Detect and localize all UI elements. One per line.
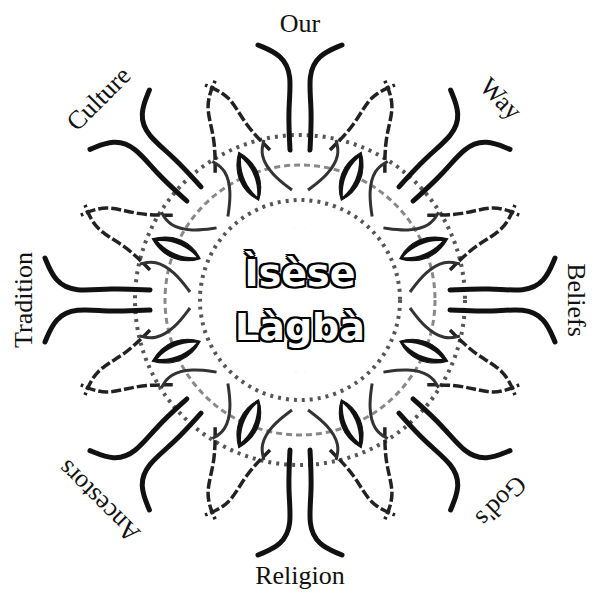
arm-stroke — [258, 450, 290, 555]
center-title: Ìsèse Làgbà — [215, 246, 385, 354]
arm-stroke — [45, 310, 150, 342]
hook-stroke — [85, 330, 150, 395]
leaf-shape — [396, 332, 452, 370]
leaf-vein — [156, 338, 199, 363]
leaf-shape — [230, 148, 268, 204]
leaf-shape — [230, 396, 268, 452]
ornament-arm — [45, 205, 204, 395]
dotted-ring — [135, 135, 465, 465]
curl-stroke — [351, 160, 408, 217]
arm-stroke — [450, 310, 555, 342]
ornament-arm — [205, 396, 395, 555]
arm-stroke — [310, 450, 342, 555]
leaf-vein — [237, 156, 262, 199]
dotted-ring — [200, 200, 400, 400]
curl-stroke — [410, 308, 460, 338]
ring-label: Tradition — [9, 252, 39, 348]
leaf-shape — [332, 148, 370, 204]
curl-stroke — [383, 351, 440, 408]
curl-stroke — [140, 308, 190, 338]
ring-label: Beliefs — [561, 263, 591, 337]
hook-stroke — [339, 81, 431, 173]
hook-stroke — [427, 339, 519, 431]
leaf-vein — [338, 156, 363, 199]
leaf-vein — [156, 237, 199, 262]
dotted-ring — [165, 165, 435, 435]
leaf-shape — [148, 230, 204, 268]
leaf-vein — [338, 402, 363, 445]
leaf-vein — [402, 237, 445, 262]
curl-stroke — [140, 262, 190, 292]
arm-stroke — [258, 45, 290, 150]
hook-stroke — [330, 450, 395, 515]
ornament-arm — [396, 205, 555, 395]
curl-stroke — [262, 410, 292, 460]
leaf-vein — [402, 338, 445, 363]
ornament-group — [45, 45, 555, 555]
curl-stroke — [410, 262, 460, 292]
curl-stroke — [160, 193, 217, 250]
arm-stroke — [450, 258, 555, 290]
arm-stroke — [310, 45, 342, 150]
ring-label: God's — [469, 469, 532, 532]
ornament-arm — [205, 45, 395, 204]
hook-stroke — [450, 205, 515, 270]
ring-label: Culture — [61, 61, 137, 137]
center-ground — [202, 228, 398, 372]
leaf-vein — [237, 402, 262, 445]
arm-stroke — [45, 258, 150, 290]
curl-stroke — [308, 410, 338, 460]
curl-stroke — [262, 140, 292, 190]
hook-stroke — [81, 169, 173, 261]
ring-label: Way — [474, 72, 528, 126]
curl-stroke — [193, 383, 250, 440]
ring-label: Religion — [255, 561, 345, 591]
hook-stroke — [169, 427, 261, 519]
ring-label: Ancestors — [52, 453, 147, 548]
curl-stroke — [308, 140, 338, 190]
ring-label: Our — [280, 9, 320, 39]
